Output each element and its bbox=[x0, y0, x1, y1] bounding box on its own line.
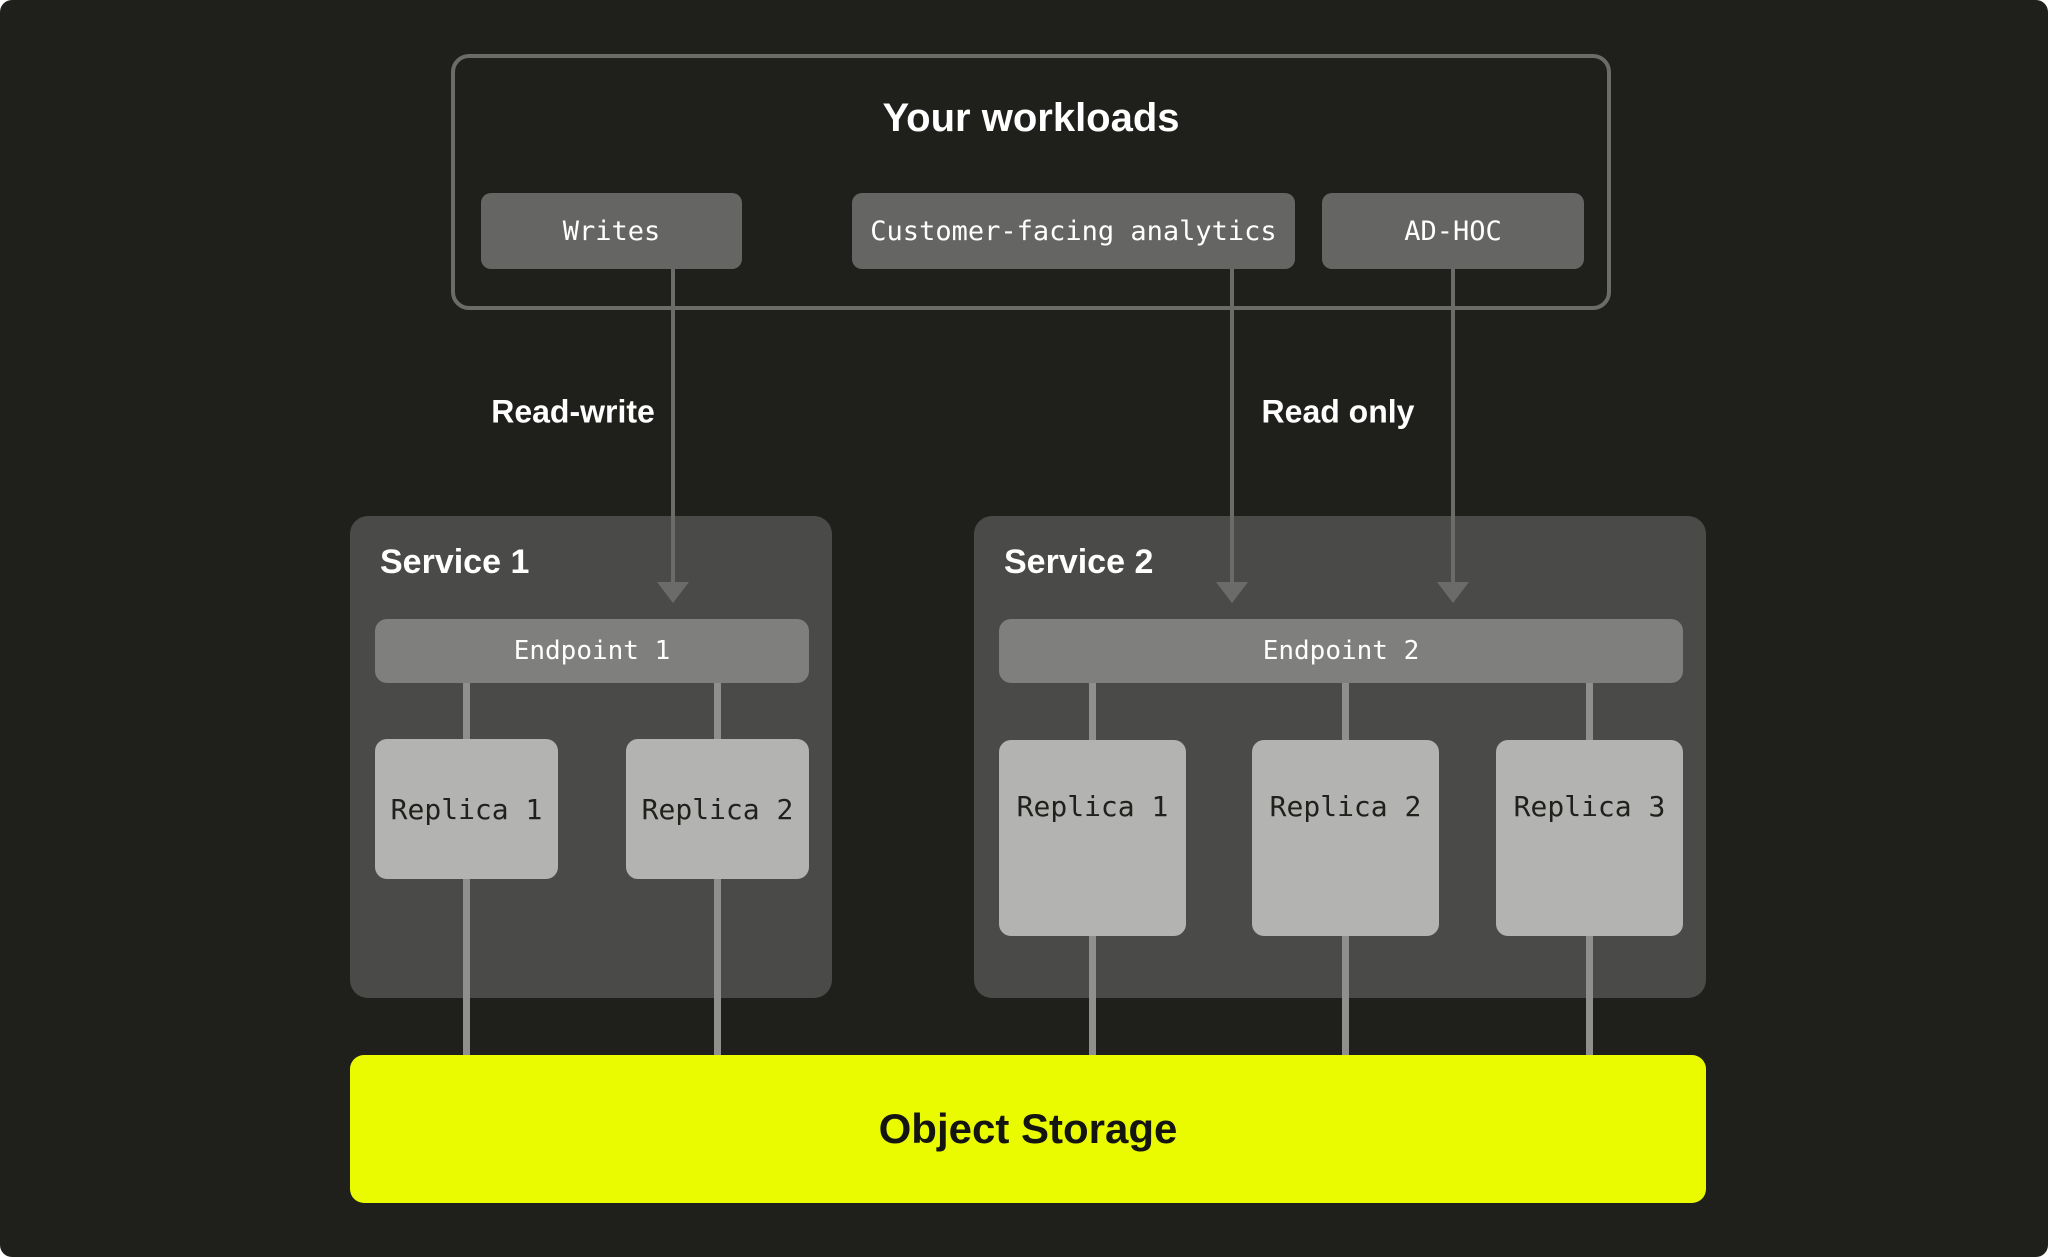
read-write-label: Read-write bbox=[491, 393, 655, 430]
arrow-adhoc-down-icon bbox=[1437, 582, 1469, 603]
read-only-label: Read only bbox=[1261, 393, 1415, 430]
service-2-endpoint: Endpoint 2 bbox=[999, 619, 1683, 683]
arrow-analytics-down-icon bbox=[1216, 582, 1248, 603]
arrow-writes-line bbox=[671, 269, 675, 585]
object-storage-bar: Object Storage bbox=[350, 1055, 1706, 1203]
workload-pill-ad-hoc: AD-HOC bbox=[1322, 193, 1584, 269]
arrow-analytics-line bbox=[1230, 269, 1234, 585]
service-2-title: Service 2 bbox=[1004, 543, 1154, 581]
service-2-replica-1: Replica 1 bbox=[999, 740, 1186, 936]
service-2-replica-2: Replica 2 bbox=[1252, 740, 1439, 936]
arrow-writes-down-icon bbox=[657, 582, 689, 603]
service-2-replica-3: Replica 3 bbox=[1496, 740, 1683, 936]
service-1-endpoint: Endpoint 1 bbox=[375, 619, 809, 683]
workloads-group-title: Your workloads bbox=[882, 96, 1180, 140]
arrow-adhoc-line bbox=[1451, 269, 1455, 585]
service-1-replica-2: Replica 2 bbox=[626, 739, 809, 879]
workloads-group-box bbox=[451, 54, 1611, 310]
service-1-replica-1: Replica 1 bbox=[375, 739, 558, 879]
workload-pill-customer-facing-analytics: Customer-facing analytics bbox=[852, 193, 1295, 269]
workload-pill-writes: Writes bbox=[481, 193, 742, 269]
service-1-title: Service 1 bbox=[380, 543, 530, 581]
